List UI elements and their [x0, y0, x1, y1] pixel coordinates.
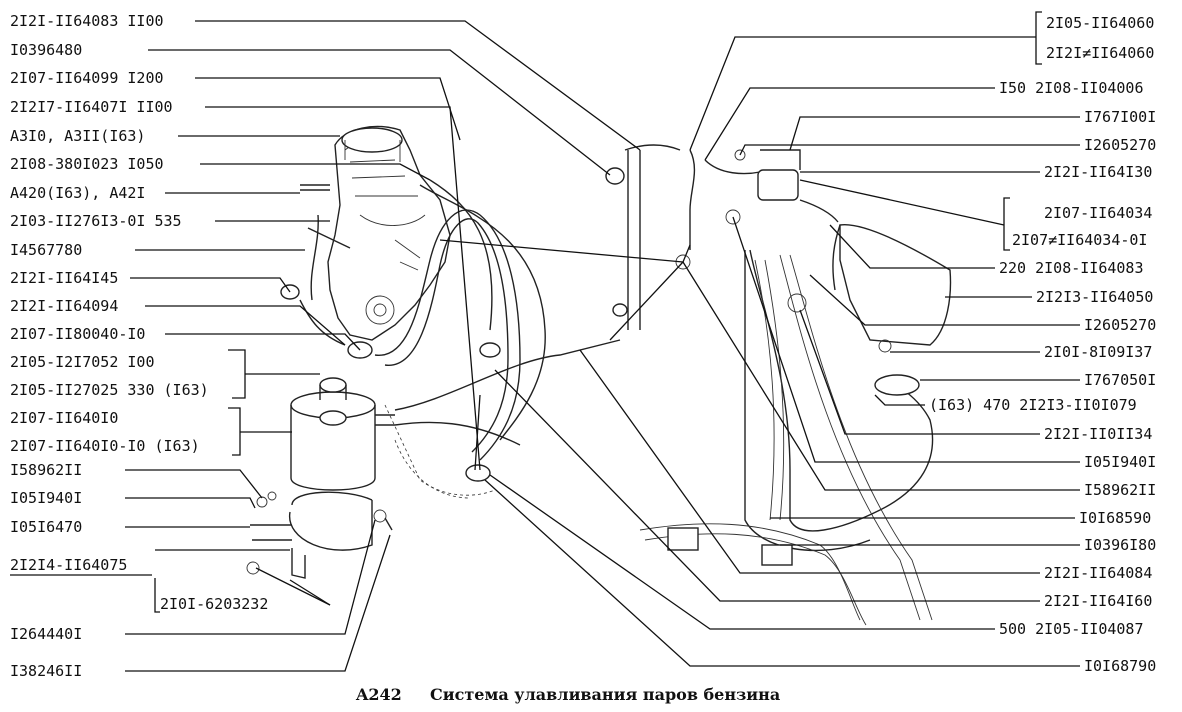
label-left-13: 2I05-I2I7052 I00 — [10, 353, 155, 371]
label-left-20: 2I2I4-II64075 — [10, 556, 127, 574]
label-left-19: I05I6470 — [10, 518, 82, 536]
label-right-19: I0396I80 — [1084, 536, 1156, 554]
label-right-23: I0I68790 — [1084, 657, 1156, 675]
label-right-4: I767I00I — [1084, 108, 1156, 126]
fuel-tank-drawing — [384, 223, 952, 626]
label-left-6: 2I08-380I023 I050 — [10, 155, 164, 173]
label-right-6: 2I2I-II64I30 — [1044, 163, 1152, 181]
label-left-21: 2I0I-6203232 — [160, 595, 268, 613]
label-right-15: 2I2I-II0II34 — [1044, 425, 1152, 443]
label-left-15: 2I07-II640I0 — [10, 409, 118, 427]
label-right-2: 2I2I≠II64060 — [1046, 44, 1154, 62]
label-right-12: 2I0I-8I09I37 — [1044, 343, 1152, 361]
label-right-10: 2I2I3-II64050 — [1036, 288, 1153, 306]
label-right-11: I2605270 — [1084, 316, 1156, 334]
label-right-18: I0I68590 — [1079, 509, 1151, 527]
label-left-17: I58962II — [10, 461, 82, 479]
label-right-3: I50 2I08-II04006 — [999, 79, 1144, 97]
label-right-20: 2I2I-II64084 — [1044, 564, 1152, 582]
vapor-canister-drawing — [246, 377, 395, 579]
label-right-9: 220 2I08-II64083 — [999, 259, 1144, 277]
label-left-16: 2I07-II640I0-I0 (I63) — [10, 437, 200, 455]
label-right-5: I2605270 — [1084, 136, 1156, 154]
figure-title: Система улавливания паров бензина — [430, 685, 780, 704]
labels-right: 2I05-II64060 2I2I≠II64060 I50 2I08-II040… — [929, 14, 1156, 675]
label-left-8: 2I03-II276I3-0I 535 — [10, 212, 182, 230]
label-left-2: I0396480 — [10, 41, 82, 59]
label-right-17: I58962II — [1084, 481, 1156, 499]
label-left-9: I4567780 — [10, 241, 82, 259]
labels-left: 2I2I-II64083 II00 I0396480 2I07-II64099 … — [10, 12, 268, 680]
hose-drawing — [280, 179, 621, 482]
label-left-4: 2I2I7-II6407I II00 — [10, 98, 173, 116]
label-left-10: 2I2I-II64I45 — [10, 269, 118, 287]
label-left-22: I264440I — [10, 625, 82, 643]
label-right-13: I767050I — [1084, 371, 1156, 389]
label-right-7: 2I07-II64034 — [1044, 204, 1152, 222]
label-right-14: (I63) 470 2I2I3-II0I079 — [929, 396, 1137, 414]
label-left-11: 2I2I-II64094 — [10, 297, 118, 315]
label-left-1: 2I2I-II64083 II00 — [10, 12, 164, 30]
label-left-7: A420(I63), A42I — [10, 184, 145, 202]
label-left-23: I38246II — [10, 662, 82, 680]
engine-block-drawing — [327, 125, 451, 341]
label-left-3: 2I07-II64099 I200 — [10, 69, 164, 87]
figure-code: A242 — [355, 685, 402, 704]
label-right-16: I05I940I — [1084, 453, 1156, 471]
label-right-21: 2I2I-II64I60 — [1044, 592, 1152, 610]
label-left-14: 2I05-II27025 330 (I63) — [10, 381, 209, 399]
label-right-8: 2I07≠II64034-0I — [1012, 231, 1147, 249]
label-right-1: 2I05-II64060 — [1046, 14, 1154, 32]
vent-valve-drawing — [605, 144, 892, 353]
label-right-22: 500 2I05-II04087 — [999, 620, 1144, 638]
figure-caption: A242 Система улавливания паров бензина — [355, 685, 780, 704]
label-left-12: 2I07-II80040-I0 — [10, 325, 145, 343]
label-left-18: I05I940I — [10, 489, 82, 507]
leader-lines-right — [439, 11, 1080, 667]
leader-lines-left — [10, 20, 641, 672]
label-left-5: A3I0, A3II(I63) — [10, 127, 145, 145]
